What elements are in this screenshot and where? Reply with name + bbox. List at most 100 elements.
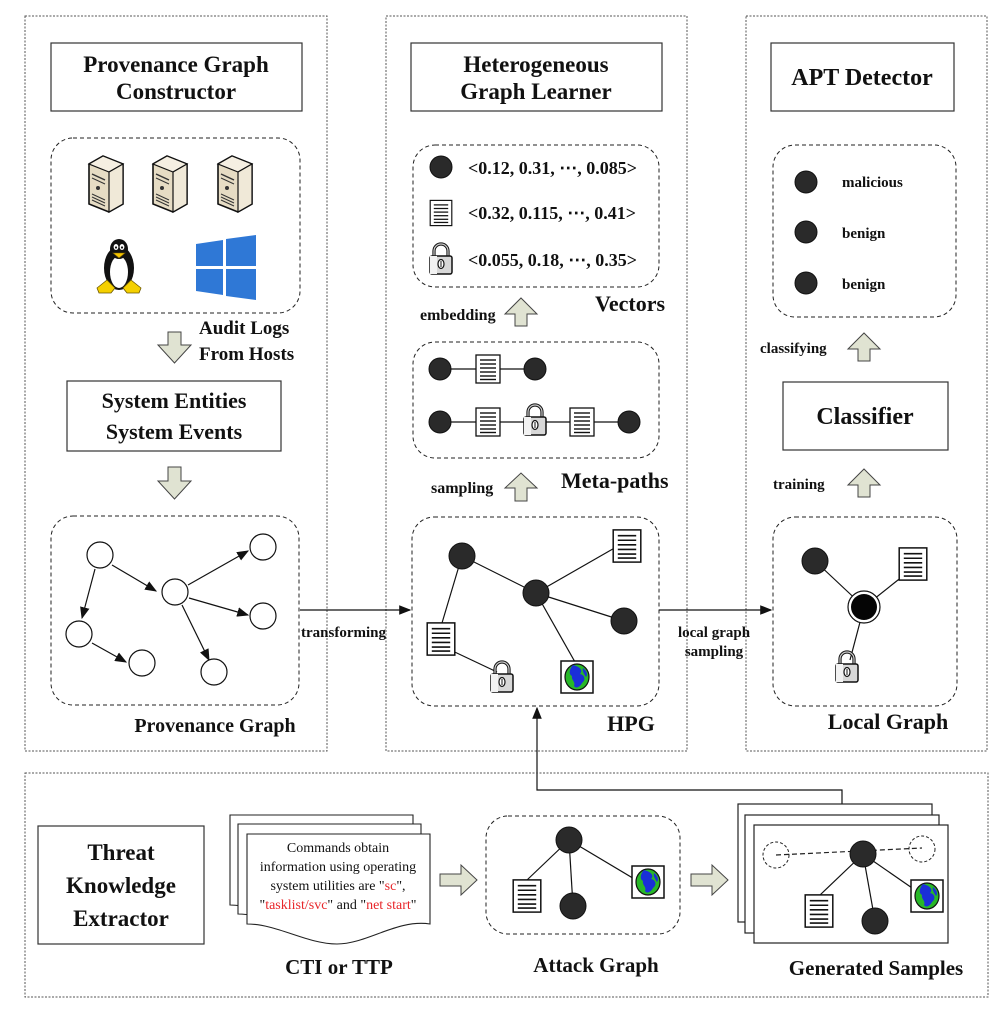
detector-title-box [770,42,955,112]
process-node-icon [610,607,638,635]
graph-edge [187,550,250,586]
hpg-label: HPG [607,711,655,736]
local-graph-sampling-label-line1: local graph [678,625,751,641]
process-node-icon [523,357,547,381]
vector-value: <0.32, 0.115, ⋯, 0.41> [468,203,636,223]
file-icon [475,354,501,384]
globe-icon [631,865,665,899]
classifier-label: Classifier [816,404,914,430]
constructor-panel-border [24,15,328,752]
vector-value: <0.12, 0.31, ⋯, 0.085> [468,158,637,178]
process-node-icon [555,826,583,854]
constructor-title-line2: Constructor [116,79,236,104]
classifier-box [782,381,949,451]
down-arrow-icon [156,466,193,500]
server-icon [152,155,188,213]
globe-icon [910,879,944,913]
constructor-title-box [50,42,303,112]
system-entities-box [66,380,282,452]
target-node-icon [851,594,877,620]
process-node-icon [429,155,453,179]
result-node-icon [794,170,818,194]
highlight-sc: sc [385,879,397,894]
file-icon [612,529,642,563]
apt-detector-panel: APT Detector malicious benign benign cla… [745,15,988,752]
result-label: benign [842,277,886,293]
audit-logs-label-line2: From Hosts [199,344,294,365]
file-icon [898,547,928,581]
virtual-edge [775,847,923,856]
cti-or-ttp-label: CTI or TTP [285,955,393,979]
extractor-title-line2: Knowledge [66,873,176,898]
attack-graph-label: Attack Graph [533,953,659,977]
globe-icon [560,660,594,694]
process-node-icon [617,410,641,434]
windows-logo-icon [196,235,256,300]
hpg-group [411,516,660,707]
right-arrow-icon [690,863,729,897]
detector-title: APT Detector [791,65,933,91]
graph-edge [188,597,250,617]
learner-title-box [410,42,663,112]
lock-icon [428,242,454,276]
constructor-title-line1: Provenance Graph [83,52,269,77]
up-arrow-icon [846,468,882,498]
generated-sample-graph [762,835,944,935]
file-icon [475,407,501,437]
virtual-node-icon [762,841,790,869]
result-label: malicious [842,175,903,191]
audit-logs-label-line1: Audit Logs [199,318,289,339]
sampling-label: sampling [431,480,493,497]
process-node-icon [559,892,587,920]
lock-icon [489,660,515,694]
file-icon [429,199,453,227]
lock-icon [834,650,860,684]
process-node-icon [849,840,877,868]
up-arrow-icon [503,297,539,327]
graph-node [65,620,93,648]
heterogeneous-graph-learner-panel: Heterogeneous Graph Learner <0.12, 0.31,… [385,15,688,752]
detector-panel-border [745,15,988,752]
graph-node [161,578,189,606]
generated-samples-label: Generated Samples [789,956,963,980]
metapaths-label: Meta-paths [561,468,669,493]
process-node-icon [428,357,452,381]
graph-node [200,658,228,686]
system-events-label: System Events [106,419,243,444]
hpg-graph [426,529,642,694]
process-node-icon [801,547,829,575]
result-node-icon [794,271,818,295]
graph-node [249,533,277,561]
provenance-graph-constructor-panel: Provenance Graph Constructor Audit Logs [24,15,328,752]
up-arrow-icon [503,472,539,502]
process-node-icon [861,907,889,935]
extractor-title-line1: Threat [87,840,155,865]
classifying-label: classifying [760,341,827,357]
graph-edge [91,642,128,663]
highlight-tasklist: tasklist/svc [265,898,327,913]
system-entities-label: System Entities [102,388,247,413]
file-icon [512,879,542,913]
local-graph-label: Local Graph [828,709,948,734]
file-icon [426,622,456,656]
graph-node [249,602,277,630]
metapaths-group [412,341,660,459]
local-graph [801,547,928,684]
hosts-group [50,137,301,314]
graph-node [128,649,156,677]
local-graph-sampling-label-line2: sampling [685,644,744,660]
server-icon [217,155,253,213]
vectors-label: Vectors [595,291,665,316]
extractor-panel-border [24,772,989,998]
extractor-title-box [37,825,205,945]
training-label: training [773,477,825,493]
transforming-label: transforming [301,625,386,641]
cti-text-line4: "tasklist/svc" and "net start" [259,898,416,913]
graph-edge [111,564,158,592]
down-arrow-icon [156,331,193,364]
provenance-graph-label: Provenance Graph [134,715,295,737]
cti-text-line3: system utilities are "sc", [270,879,405,894]
virtual-node-icon [908,835,936,863]
attack-graph [512,826,665,920]
